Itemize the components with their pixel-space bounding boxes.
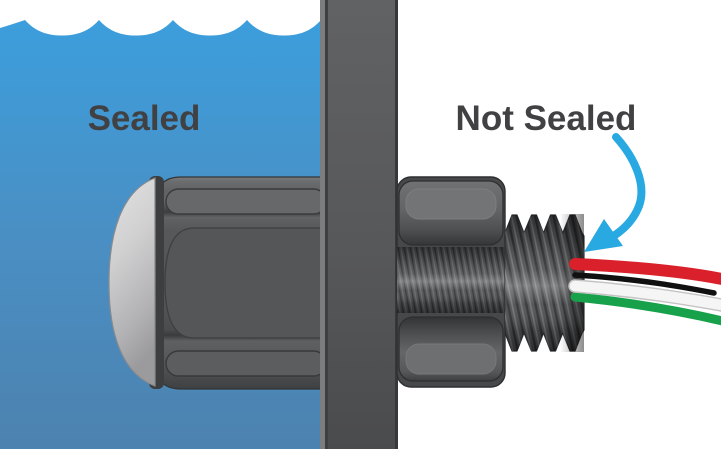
sensor-dome-face (108, 177, 156, 387)
wire-red (569, 258, 721, 285)
sensor-head (108, 176, 327, 390)
wire-white (569, 280, 721, 311)
hex-top-facet-band (165, 188, 327, 215)
nut-knurl-band (397, 247, 505, 313)
wire-green (570, 292, 721, 326)
sealed-label: Sealed (88, 99, 201, 138)
wire-black (572, 272, 717, 296)
bulkhead-wall (320, 0, 398, 449)
not-sealed-arrow-icon (584, 133, 646, 252)
arrow-head (584, 219, 623, 252)
nut-bottom-lobe (398, 316, 504, 382)
wall-left-edge-line (325, 0, 328, 449)
hex-bottom-facet-band (165, 350, 327, 377)
arrow-curve (608, 133, 646, 241)
wire-bundle (568, 258, 721, 326)
mounting-nut (396, 176, 506, 388)
wall-left-highlight (320, 0, 325, 449)
nut-top-lobe (398, 180, 504, 246)
not-sealed-label: Not Sealed (456, 99, 637, 138)
hex-middle-facet (164, 227, 327, 339)
wall-body (320, 0, 398, 449)
